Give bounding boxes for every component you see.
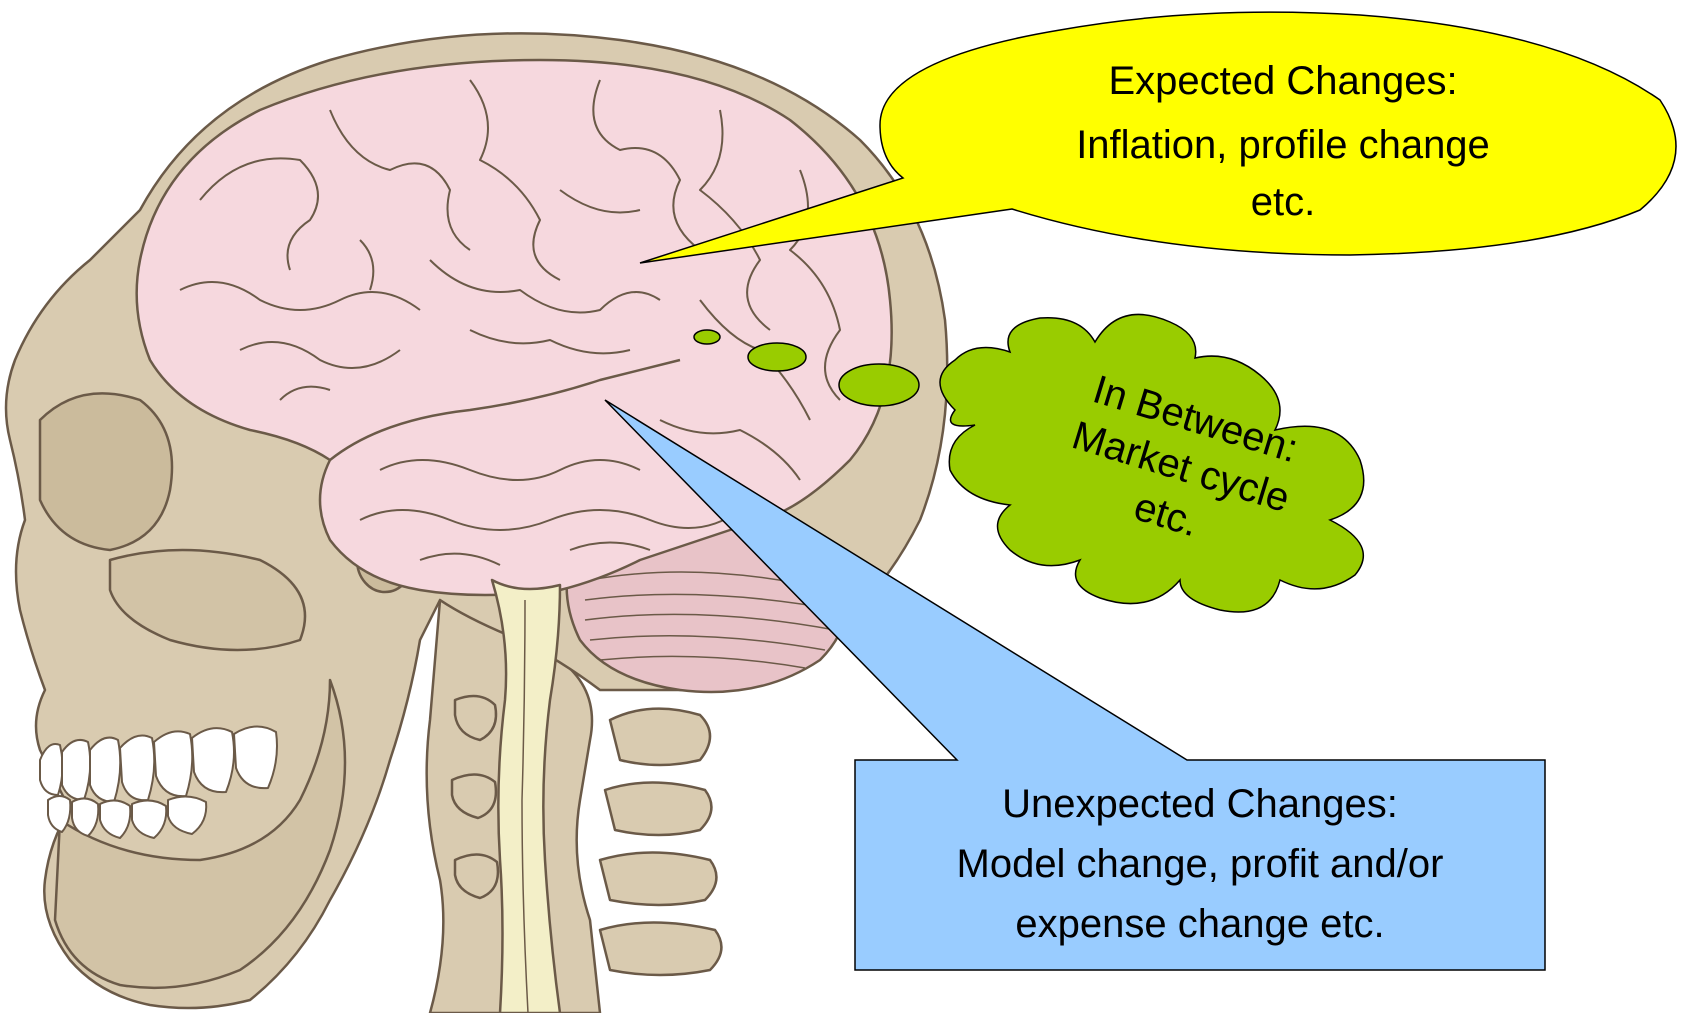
thought-bubble-small [694,330,720,344]
expected-callout-line3: etc. [1251,180,1315,224]
expected-callout-line1: Expected Changes: [1108,59,1457,103]
expected-callout-line2: Inflation, profile change [1076,123,1490,167]
eye-socket [40,393,172,550]
unexpected-callout-line2: Model change, profit and/or [957,842,1444,886]
unexpected-callout-line3: expense change etc. [1015,902,1384,946]
anatomy-illustration [6,33,947,1013]
thought-bubble-large [839,364,919,406]
unexpected-callout-line1: Unexpected Changes: [1002,782,1398,826]
thought-bubble-medium [748,343,806,371]
